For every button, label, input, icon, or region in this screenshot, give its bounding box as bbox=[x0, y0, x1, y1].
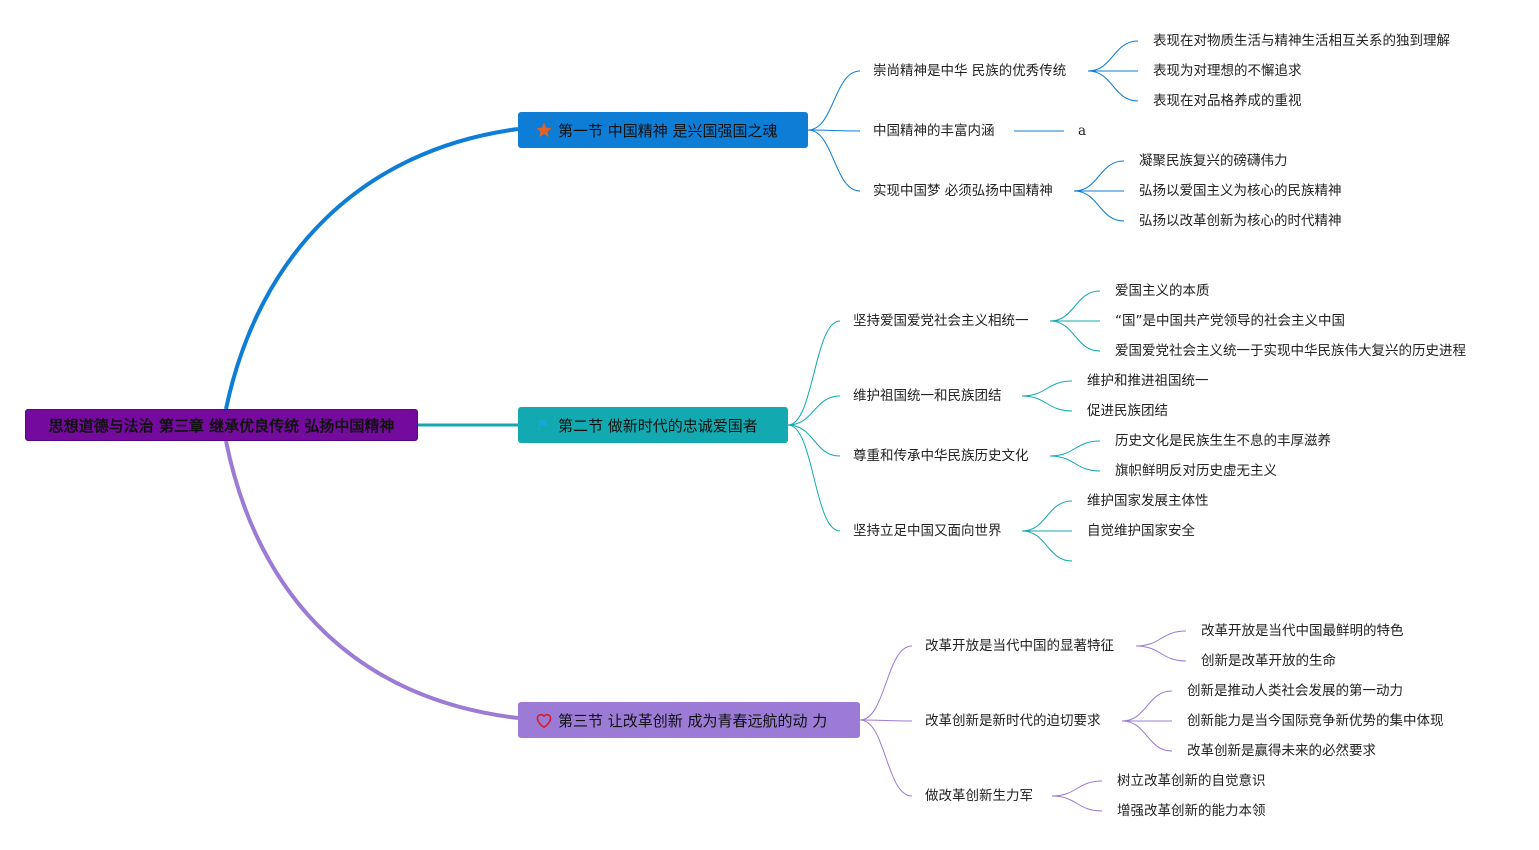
leaf-3-1-1[interactable]: 改革开放是当代中国最鲜明的特色 bbox=[1201, 623, 1404, 639]
link-s3-topic-3 bbox=[859, 719, 913, 797]
link-t33-leaf-1 bbox=[1051, 780, 1103, 797]
link-t31-leaf-1 bbox=[1135, 630, 1187, 647]
leaf-3-3-2[interactable]: 增强改革创新的能力本领 bbox=[1117, 803, 1266, 819]
link-t33-leaf-2 bbox=[1051, 795, 1103, 812]
link-s2-topic-1 bbox=[787, 320, 841, 426]
leaf-1-1-1[interactable]: 表现在对物质生活与精神生活相互关系的独到理解 bbox=[1153, 33, 1450, 49]
leaf-2-1-2[interactable]: “国”是中国共产党领导的社会主义中国 bbox=[1115, 313, 1345, 329]
leaf-1-3-1[interactable]: 凝聚民族复兴的磅礴伟力 bbox=[1139, 153, 1288, 169]
flag-icon bbox=[534, 415, 554, 435]
heart-icon bbox=[534, 710, 554, 730]
leaf-2-1-1[interactable]: 爱国主义的本质 bbox=[1115, 283, 1210, 299]
link-t22-leaf-2 bbox=[1021, 395, 1073, 412]
section-3-label: 第三节 让改革创新 成为青春远航的动 力 bbox=[558, 711, 828, 730]
topic-1-3[interactable]: 实现中国梦 必须弘扬中国精神 bbox=[873, 183, 1053, 199]
leaf-2-4-1[interactable]: 维护国家发展主体性 bbox=[1087, 493, 1209, 509]
topic-1-1[interactable]: 崇尚精神是中华 民族的优秀传统 bbox=[873, 63, 1067, 79]
link-t24-leaf-1 bbox=[1021, 500, 1073, 532]
topic-2-3[interactable]: 尊重和传承中华民族历史文化 bbox=[853, 448, 1029, 464]
branch-line-section-1 bbox=[224, 127, 519, 410]
leaf-3-3-1[interactable]: 树立改革创新的自觉意识 bbox=[1117, 773, 1266, 789]
leaf-3-1-2[interactable]: 创新是改革开放的生命 bbox=[1201, 653, 1336, 669]
leaf-2-3-2[interactable]: 旗帜鲜明反对历史虚无主义 bbox=[1115, 463, 1277, 479]
topic-2-2[interactable]: 维护祖国统一和民族团结 bbox=[853, 388, 1002, 404]
link-s1-topic-3 bbox=[807, 129, 861, 192]
branch-line-section-3 bbox=[224, 440, 519, 720]
link-t31-leaf-2 bbox=[1135, 645, 1187, 662]
link-t21-leaf-1 bbox=[1049, 290, 1101, 322]
link-t22-leaf-1 bbox=[1021, 380, 1073, 397]
link-t24-leaf-3 bbox=[1021, 530, 1073, 562]
link-t23-leaf-2 bbox=[1049, 455, 1101, 472]
leaf-3-2-3[interactable]: 改革创新是赢得未来的必然要求 bbox=[1187, 743, 1376, 759]
link-s2-topic-3 bbox=[787, 424, 841, 457]
link-t11-leaf-1 bbox=[1087, 40, 1139, 72]
link-s1-topic-1 bbox=[807, 70, 861, 131]
section-2-label: 第二节 做新时代的忠诚爱国者 bbox=[558, 416, 758, 435]
leaf-2-2-1[interactable]: 维护和推进祖国统一 bbox=[1087, 373, 1209, 389]
leaf-2-4-2[interactable]: 自觉维护国家安全 bbox=[1087, 523, 1195, 539]
topic-2-4[interactable]: 坚持立足中国又面向世界 bbox=[853, 523, 1002, 539]
section-1-node[interactable]: 第一节 中国精神 是兴国强国之魂 bbox=[518, 112, 808, 148]
link-t32-leaf-1 bbox=[1121, 690, 1173, 722]
link-s1-topic-2 bbox=[807, 129, 861, 132]
section-1-label: 第一节 中国精神 是兴国强国之魂 bbox=[558, 121, 778, 140]
topic-3-1[interactable]: 改革开放是当代中国的显著特征 bbox=[925, 638, 1114, 654]
leaf-1-1-3[interactable]: 表现在对品格养成的重视 bbox=[1153, 93, 1302, 109]
leaf-2-1-3[interactable]: 爱国爱党社会主义统一于实现中华民族伟大复兴的历史进程 bbox=[1115, 343, 1466, 359]
link-t13-leaf-1 bbox=[1073, 160, 1125, 192]
link-s2-topic-4 bbox=[787, 424, 841, 532]
link-t13-leaf-3 bbox=[1073, 190, 1125, 222]
leaf-1-3-3[interactable]: 弘扬以改革创新为核心的时代精神 bbox=[1139, 213, 1342, 229]
topic-1-2[interactable]: 中国精神的丰富内涵 bbox=[873, 123, 995, 139]
link-t21-leaf-3 bbox=[1049, 320, 1101, 352]
link-s3-topic-2 bbox=[859, 719, 913, 722]
topic-3-3[interactable]: 做改革创新生力军 bbox=[925, 788, 1033, 804]
root-topic-label: 思想道德与法治 第三章 继承优良传统 弘扬中国精神 bbox=[48, 416, 395, 435]
link-t32-leaf-3 bbox=[1121, 720, 1173, 752]
leaf-3-2-1[interactable]: 创新是推动人类社会发展的第一动力 bbox=[1187, 683, 1403, 699]
topic-3-2[interactable]: 改革创新是新时代的迫切要求 bbox=[925, 713, 1101, 729]
leaf-2-2-2[interactable]: 促进民族团结 bbox=[1087, 403, 1168, 419]
section-3-node[interactable]: 第三节 让改革创新 成为青春远航的动 力 bbox=[518, 702, 860, 738]
topic-2-1[interactable]: 坚持爱国爱党社会主义相统一 bbox=[853, 313, 1029, 329]
leaf-2-3-1[interactable]: 历史文化是民族生生不息的丰厚滋养 bbox=[1115, 433, 1331, 449]
link-s2-topic-2 bbox=[787, 395, 841, 426]
root-topic[interactable]: 思想道德与法治 第三章 继承优良传统 弘扬中国精神 bbox=[25, 409, 418, 441]
leaf-1-1-2[interactable]: 表现为对理想的不懈追求 bbox=[1153, 63, 1302, 79]
leaf-3-2-2[interactable]: 创新能力是当今国际竞争新优势的集中体现 bbox=[1187, 713, 1444, 729]
section-2-node[interactable]: 第二节 做新时代的忠诚爱国者 bbox=[518, 407, 788, 443]
leaf-1-3-2[interactable]: 弘扬以爱国主义为核心的民族精神 bbox=[1139, 183, 1342, 199]
link-s3-topic-1 bbox=[859, 645, 913, 721]
link-t23-leaf-1 bbox=[1049, 440, 1101, 457]
star-icon bbox=[534, 120, 554, 140]
leaf-1-2-1[interactable]: a bbox=[1078, 123, 1087, 139]
link-t11-leaf-3 bbox=[1087, 70, 1139, 102]
